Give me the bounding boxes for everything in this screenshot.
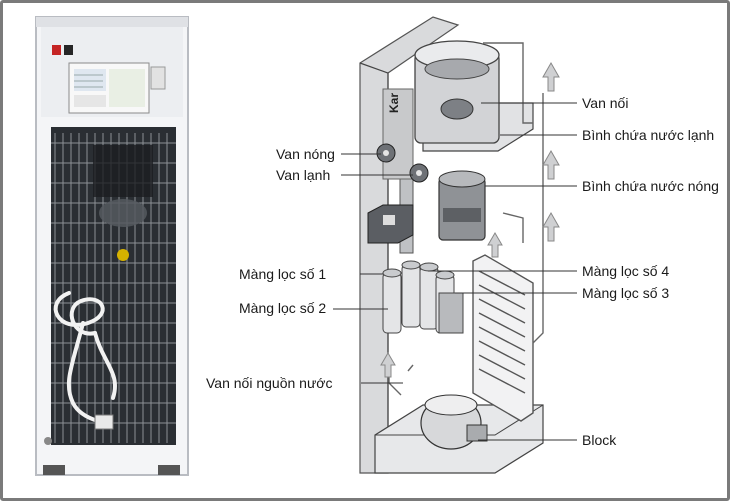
label-van-noi-nguon-nuoc: Van nối nguồn nước xyxy=(206,375,333,391)
leader-lines xyxy=(333,102,577,441)
water-dispenser-diagram xyxy=(333,16,577,474)
filter-cartridges xyxy=(382,260,464,334)
front-plate xyxy=(382,88,414,180)
label-binh-chua-nuoc-nong: Bình chứa nước nóng xyxy=(582,178,719,194)
compressor xyxy=(420,394,488,450)
label-block: Block xyxy=(582,432,617,448)
hot-valve xyxy=(376,143,396,163)
label-van-lanh: Van lạnh xyxy=(276,167,331,183)
label-van-noi: Van nối xyxy=(582,95,629,111)
label-mang-loc-so-1: Màng lọc số 1 xyxy=(239,266,327,282)
label-binh-chua-nuoc-lanh: Bình chứa nước lạnh xyxy=(582,127,715,143)
cold-valve xyxy=(409,163,429,183)
brand-mark: Kar xyxy=(387,92,401,113)
dispenser-back-photo xyxy=(35,16,189,476)
label-van-nong: Van nóng xyxy=(276,146,335,162)
label-mang-loc-so-3: Màng lọc số 3 xyxy=(582,285,670,301)
label-mang-loc-so-2: Màng lọc số 2 xyxy=(239,300,327,316)
condenser-coil xyxy=(472,254,534,422)
label-mang-loc-so-4: Màng lọc số 4 xyxy=(582,263,670,279)
